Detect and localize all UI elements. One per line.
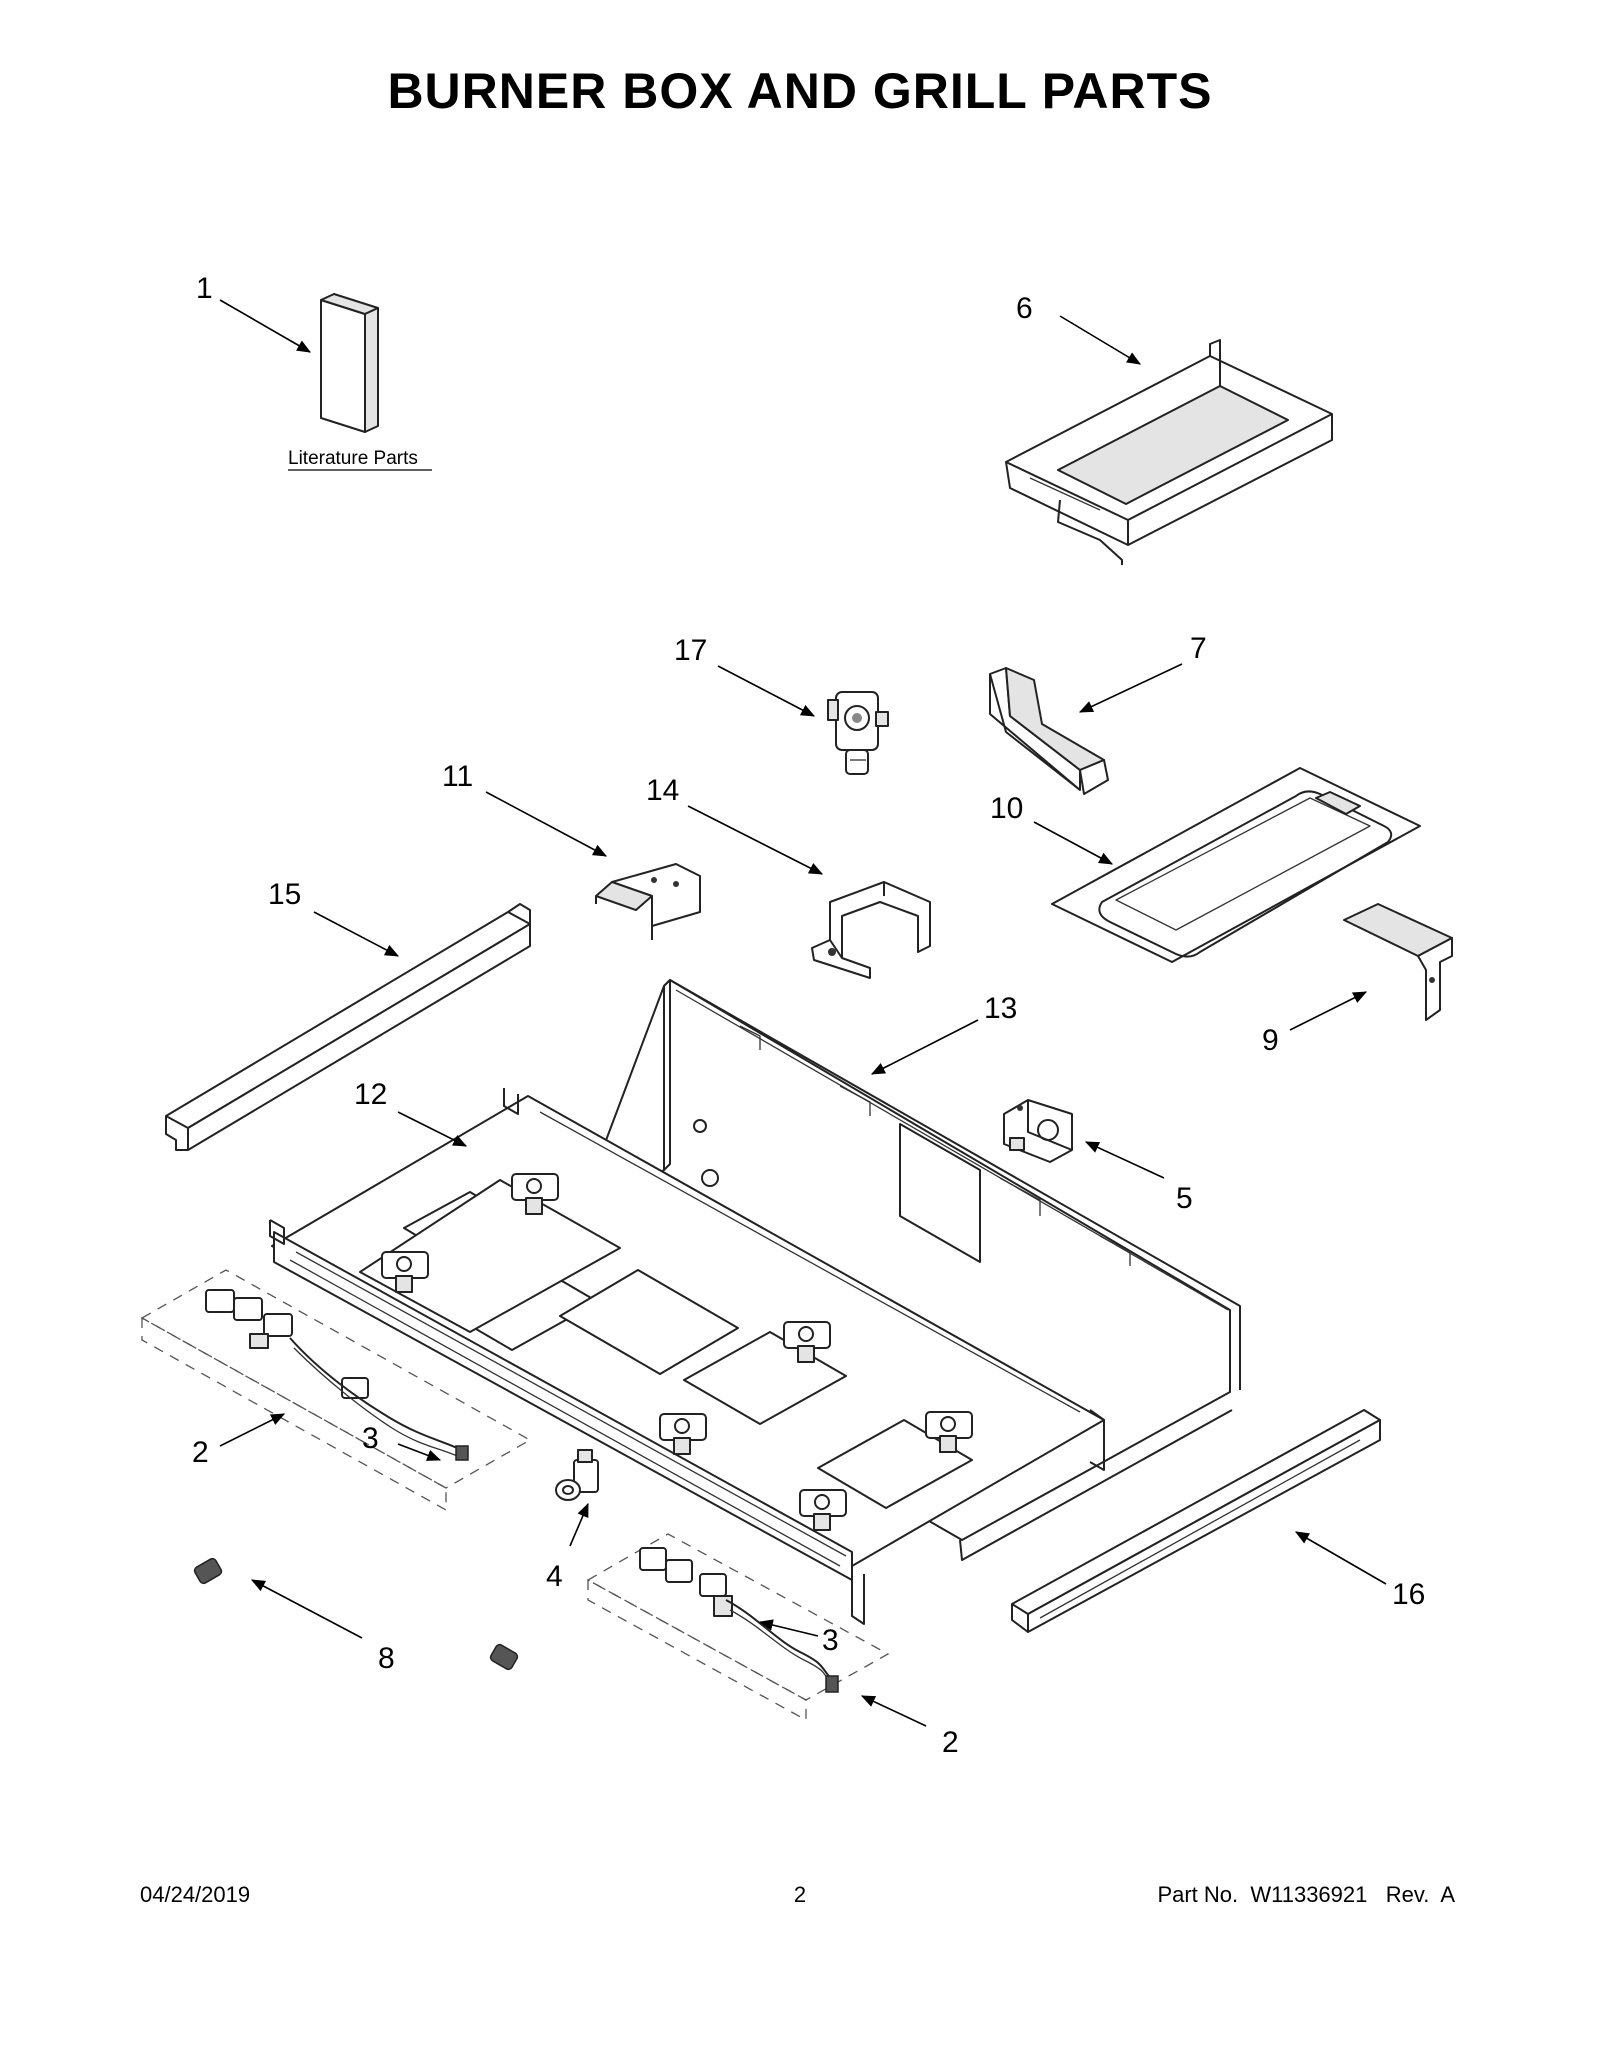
callout-6: 6	[1016, 292, 1033, 325]
callout-4: 4	[546, 1560, 563, 1593]
callout-2-upper: 2	[192, 1436, 209, 1469]
leader-11	[485, 791, 608, 857]
leader-8	[250, 1579, 363, 1639]
leader-1	[219, 299, 312, 353]
leader-9	[1289, 991, 1368, 1031]
callout-8: 8	[378, 1642, 395, 1675]
page-title: BURNER BOX AND GRILL PARTS	[387, 63, 1213, 119]
burner-base-panel	[269, 1088, 1105, 1625]
callout-3-lower: 3	[822, 1624, 839, 1657]
leader-3-upper	[397, 1443, 442, 1461]
burner-valve-5	[925, 1411, 973, 1453]
callout-12: 12	[354, 1078, 387, 1111]
burner-valve-6	[799, 1489, 847, 1531]
mounting-bracket-small	[595, 863, 701, 940]
footer-date: 04/24/2019	[140, 1882, 251, 1907]
footer-page-number: 2	[793, 1882, 807, 1907]
burner-valve-4	[659, 1413, 707, 1455]
leader-14	[687, 805, 824, 875]
leader-13	[870, 1019, 979, 1075]
left-trim-strip	[165, 903, 531, 1151]
valve-assembly	[827, 691, 889, 775]
manifold-assembly-lower	[586, 1533, 890, 1722]
spark-module	[1003, 1099, 1073, 1163]
callout-11: 11	[442, 760, 473, 793]
callout-5: 5	[1176, 1182, 1193, 1215]
grill-pan	[1051, 767, 1421, 963]
leader-17	[717, 665, 816, 717]
literature-booklet	[288, 293, 432, 471]
leader-6	[1059, 315, 1142, 365]
leader-3-lower	[758, 1619, 819, 1637]
callout-7: 7	[1190, 632, 1207, 665]
literature-parts-label: Literature Parts	[288, 448, 418, 469]
leader-2-lower	[860, 1695, 927, 1727]
leader-7	[1078, 663, 1183, 713]
callout-1: 1	[196, 272, 213, 305]
leader-2-upper	[219, 1413, 286, 1447]
leader-5	[1084, 1141, 1165, 1179]
manifold-assembly-upper	[140, 1269, 532, 1512]
leader-lines	[219, 299, 1387, 1727]
callout-2-lower: 2	[942, 1726, 959, 1759]
callout-16: 16	[1392, 1578, 1425, 1611]
footer-part-number: Part No. W11336921 Rev. A	[1157, 1882, 1455, 1907]
burner-valve-1	[511, 1173, 559, 1215]
grill-tray-frame	[1005, 339, 1333, 565]
callout-10: 10	[990, 792, 1023, 825]
burner-valve-3	[783, 1321, 831, 1363]
leader-4	[569, 1502, 589, 1547]
callout-17: 17	[674, 634, 707, 667]
callout-13: 13	[984, 992, 1017, 1025]
callout-labels: 1 2 2 3 3 4 5 6 7 8 9 10 11 12 13 14 15 …	[192, 272, 1425, 1759]
callout-15: 15	[268, 878, 301, 911]
leader-15	[313, 911, 400, 957]
side-bracket	[1343, 903, 1453, 1021]
callout-3-upper: 3	[362, 1422, 379, 1455]
gas-supply-pipe	[193, 1528, 519, 1671]
right-trim-strip	[1011, 1409, 1381, 1633]
leader-16	[1294, 1531, 1387, 1585]
heat-shield-bracket	[989, 667, 1109, 795]
igniter-bracket	[811, 881, 931, 979]
leader-12	[397, 1111, 468, 1147]
callout-14: 14	[646, 774, 679, 807]
leader-10	[1033, 821, 1114, 865]
burner-valve-2	[381, 1251, 429, 1293]
callout-9: 9	[1262, 1024, 1279, 1057]
gas-fitting	[555, 1449, 599, 1501]
